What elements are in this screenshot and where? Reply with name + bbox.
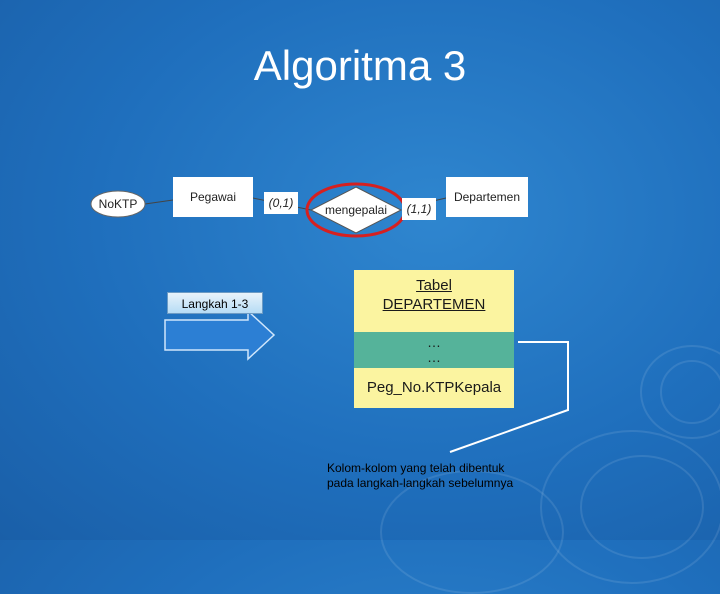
er-diagram: NoKTP Pegawai (0,1) mengepalai (1,1) Dep…: [90, 177, 569, 453]
cardinality-right-label: (1,1): [407, 202, 432, 216]
table-new-column: Peg_No.KTPKepala: [354, 368, 514, 408]
note-line1: Kolom-kolom yang telah dibentuk: [327, 461, 505, 475]
entity-pegawai-label: Pegawai: [190, 190, 236, 204]
step-label: Langkah 1-3: [167, 292, 263, 314]
callout-line: [449, 341, 569, 453]
table-header: Tabel DEPARTEMEN: [354, 270, 514, 332]
entity-pegawai-box: [173, 177, 253, 217]
attribute-ellipse: [90, 190, 146, 218]
entity-departemen-label: Departemen: [454, 190, 520, 204]
ellipsis-row: …: [427, 334, 441, 350]
er-connector-line: [144, 199, 174, 205]
table-departemen: Tabel DEPARTEMEN … … Peg_No.KTPKepala: [354, 270, 514, 408]
cardinality-left-label: (0,1): [269, 196, 294, 210]
table-title-line2: DEPARTEMEN: [382, 296, 486, 313]
arrow-right-icon: [164, 309, 276, 361]
slide-title: Algoritma 3: [253, 42, 467, 89]
callout-note: Kolom-kolom yang telah dibentuk pada lan…: [327, 461, 567, 491]
relationship-diamond: [309, 186, 403, 234]
cardinality-left-box: [264, 192, 298, 214]
entity-departemen-box: [446, 177, 528, 217]
cardinality-right-box: [402, 198, 436, 220]
table-title-line1: Tabel: [416, 277, 452, 294]
attribute-label: NoKTP: [99, 197, 138, 211]
note-line2: pada langkah-langkah sebelumnya: [327, 476, 514, 490]
ellipsis-row: …: [427, 349, 441, 365]
relationship-label: mengepalai: [325, 203, 387, 217]
table-existing-columns: … …: [354, 332, 514, 368]
